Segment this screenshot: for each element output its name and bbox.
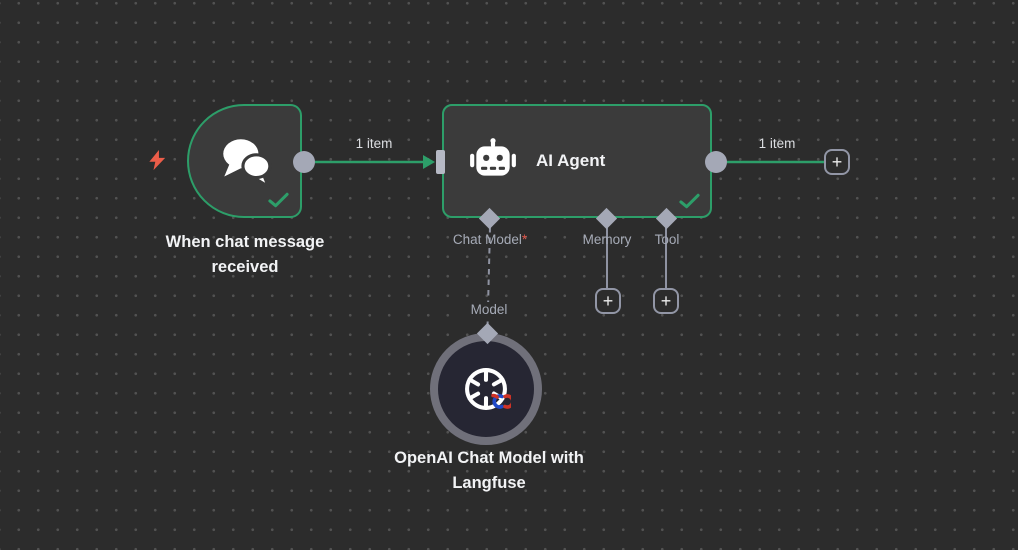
node-ai-agent[interactable]: AI Agent [442, 104, 712, 218]
trigger-bolt-icon [149, 149, 166, 171]
robot-icon [470, 138, 516, 176]
edge-items-label: 1 item [758, 136, 796, 151]
chat-model-port-text: Chat Model [452, 232, 522, 247]
langfuse-logo-icon [491, 393, 511, 409]
connection-arrowhead-icon [423, 155, 435, 169]
edge-items-label: 1 item [355, 136, 393, 151]
memory-port-label: Memory [582, 232, 632, 247]
agent-input-connector[interactable] [436, 150, 445, 174]
success-check-icon [679, 193, 700, 209]
add-tool-button[interactable]: + [653, 288, 679, 314]
required-marker: * [521, 232, 528, 247]
add-node-button[interactable]: + [824, 149, 850, 175]
add-memory-button[interactable]: + [595, 288, 621, 314]
model-wire-label: Model [465, 302, 513, 317]
trigger-output-connector[interactable] [293, 151, 315, 173]
chat-model-port-label: Chat Model* [453, 232, 527, 247]
success-check-icon [268, 192, 289, 208]
trigger-node-label: When chat message received [165, 233, 325, 276]
agent-node-title: AI Agent [536, 151, 606, 170]
node-when-chat-message-received[interactable] [187, 104, 302, 218]
openai-logo-icon [465, 368, 507, 410]
chat-bubbles-icon [222, 139, 271, 188]
agent-output-connector[interactable] [705, 151, 727, 173]
node-openai-chat-model[interactable] [430, 333, 542, 445]
tool-port-label: Tool [654, 232, 680, 247]
openai-node-label: OpenAI Chat Model with Langfuse [394, 449, 584, 492]
